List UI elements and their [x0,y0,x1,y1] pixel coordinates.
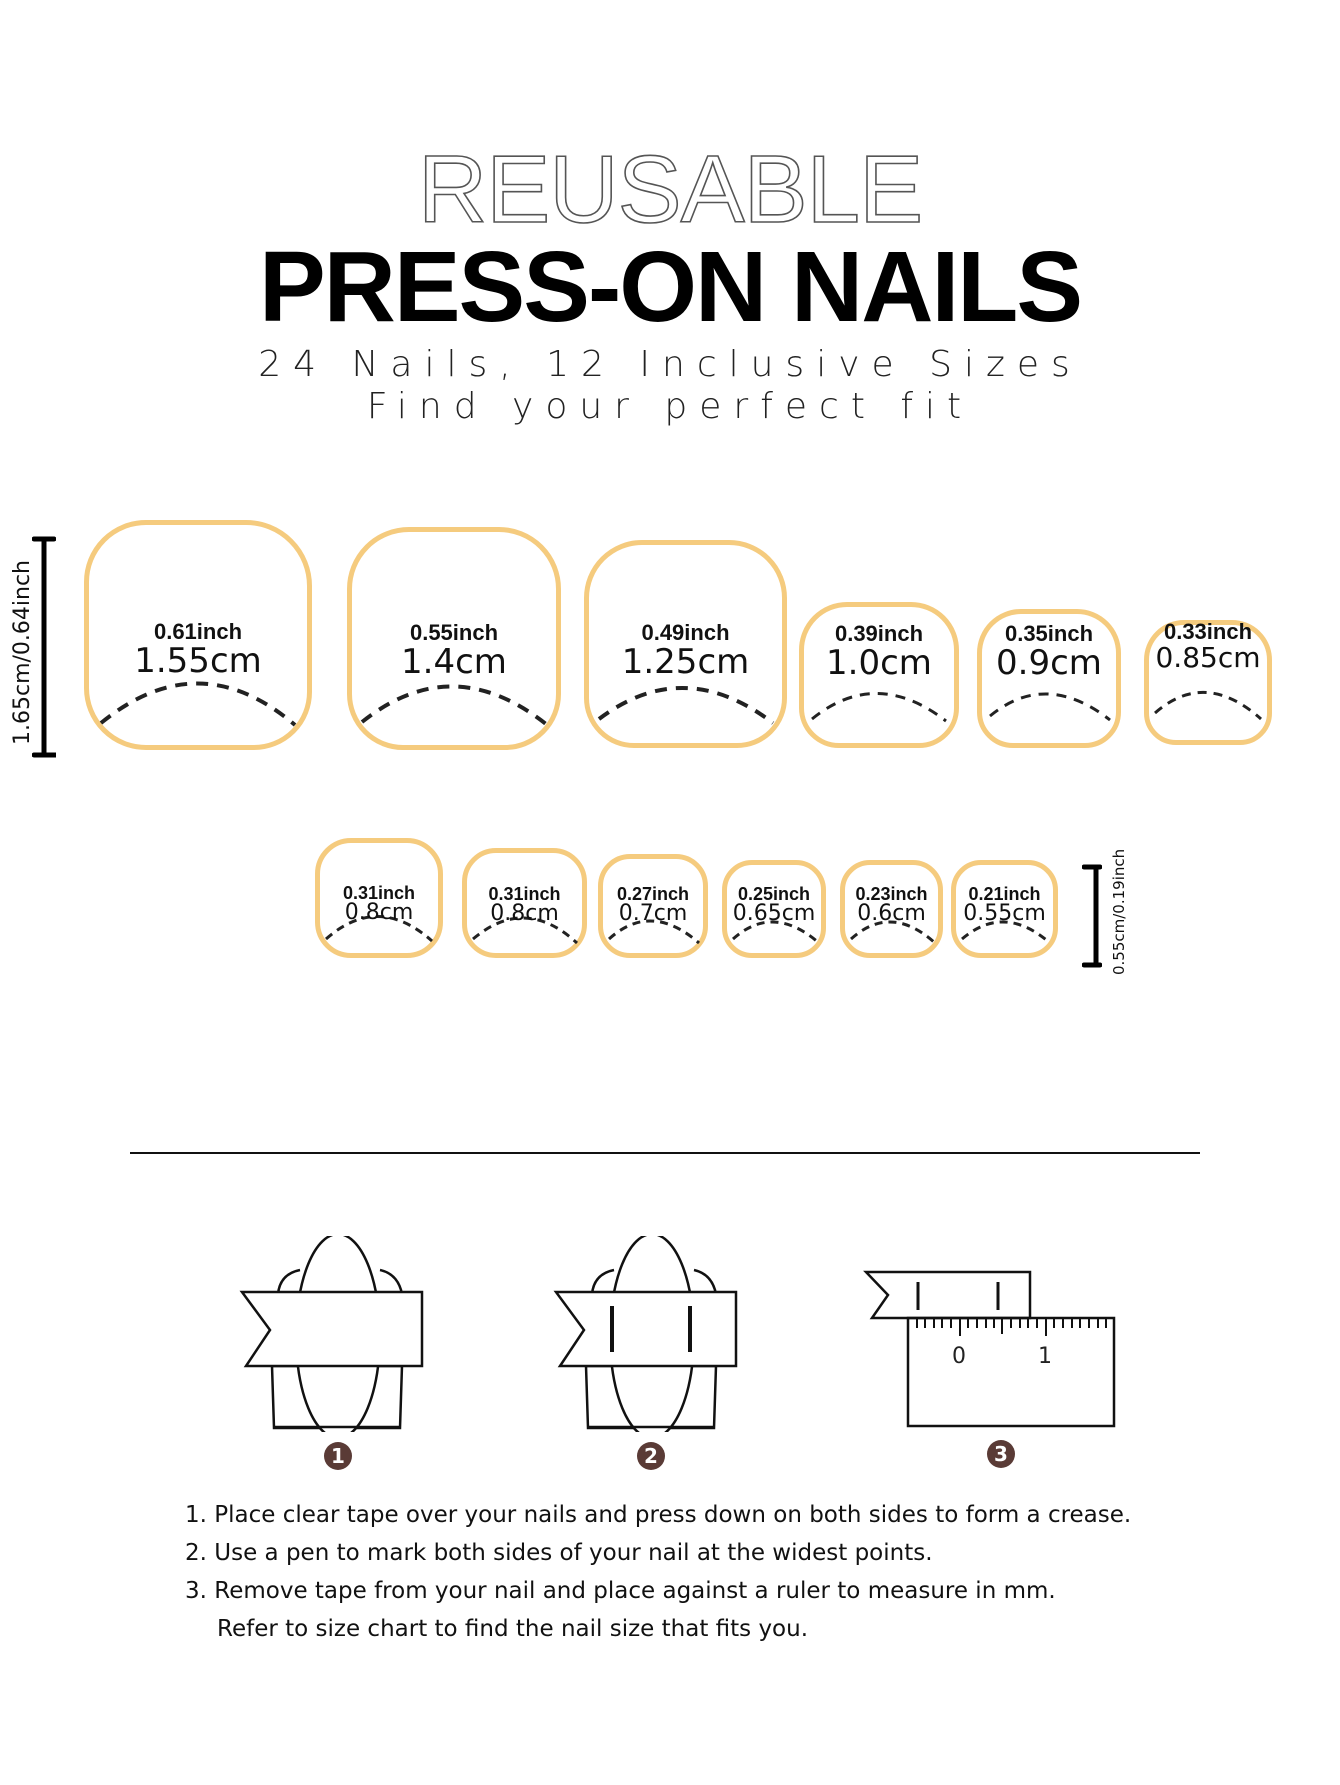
height-label-row1: 1.65cm/0.64inch [10,559,35,745]
nail-size-2: 0.55inch 1.4cm [347,527,561,750]
cuticle-arc-icon [597,686,775,725]
subtitle-fit: Find your perfect fit [366,386,974,427]
cuticle-arc-icon [811,692,947,723]
title-reusable: REUSABLE [417,136,924,243]
height-bar-row2 [1081,864,1103,968]
cuticle-arc-icon [961,920,1051,945]
nail-size-7: 0.31inch 0.8cm [315,838,443,958]
tape-over-nail-icon [239,1232,424,1440]
cuticle-arc-icon [472,916,579,945]
step1-illustration [234,1232,426,1440]
cuticle-arc-icon [360,684,548,726]
step3-illustration: 0 1 [862,1268,1118,1432]
step-badge-1: 1 [324,1442,352,1470]
instruction-note: Refer to size chart to find the nail siz… [217,1616,809,1642]
instruction-step-1: 1. Place clear tape over your nails and … [185,1502,1132,1528]
nail-size-4: 0.39inch 1.0cm [799,602,959,748]
title-press-on-nails: PRESS-ON NAILS [258,231,1083,343]
height-bar-row1 [31,536,61,758]
nail-size-10: 0.25inch 0.65cm [722,860,826,958]
nail-size-12: 0.21inch 0.55cm [951,860,1058,958]
height-label-row2: 0.55cm/0.19inch [1110,848,1128,975]
height-bracket-icon [31,536,61,758]
nail-size-3: 0.49inch 1.25cm [584,540,787,748]
nail-size-5: 0.35inch 0.9cm [977,609,1121,748]
mark-tape-icon [553,1232,738,1440]
ruler-label-0: 0 [952,1344,966,1369]
instruction-step-2: 2. Use a pen to mark both sides of your … [185,1540,933,1566]
subtitle-nail-count: 24 Nails, 12 Inclusive Sizes [258,344,1082,385]
nail-size-9: 0.27inch 0.7cm [598,854,708,958]
instructions-list: 1. Place clear tape over your nails and … [185,1496,1131,1648]
cuticle-arc-icon [607,919,700,945]
cuticle-arc-icon [989,692,1111,722]
cuticle-arc-icon [325,915,433,943]
nail-size-6: 0.33inch 0.85cm [1144,619,1272,745]
instruction-step-3: 3. Remove tape from your nail and place … [185,1578,1056,1604]
step-badge-2: 2 [637,1442,665,1470]
nail-size-11: 0.23inch 0.6cm [840,860,943,958]
nail-size-1: 0.61inch 1.55cm [84,520,312,750]
step-badge-3: 3 [987,1440,1015,1468]
step2-illustration [548,1232,740,1440]
section-divider [130,1152,1200,1154]
cuticle-arc-icon [99,681,297,727]
height-bracket-icon [1081,864,1103,968]
cuticle-arc-icon [1154,691,1262,721]
ruler-label-1: 1 [1038,1344,1052,1369]
cuticle-arc-icon [849,920,937,945]
cuticle-arc-icon [731,920,820,945]
nail-size-8: 0.31inch 0.8cm [462,848,587,958]
ruler-measure-icon [863,1270,1116,1428]
